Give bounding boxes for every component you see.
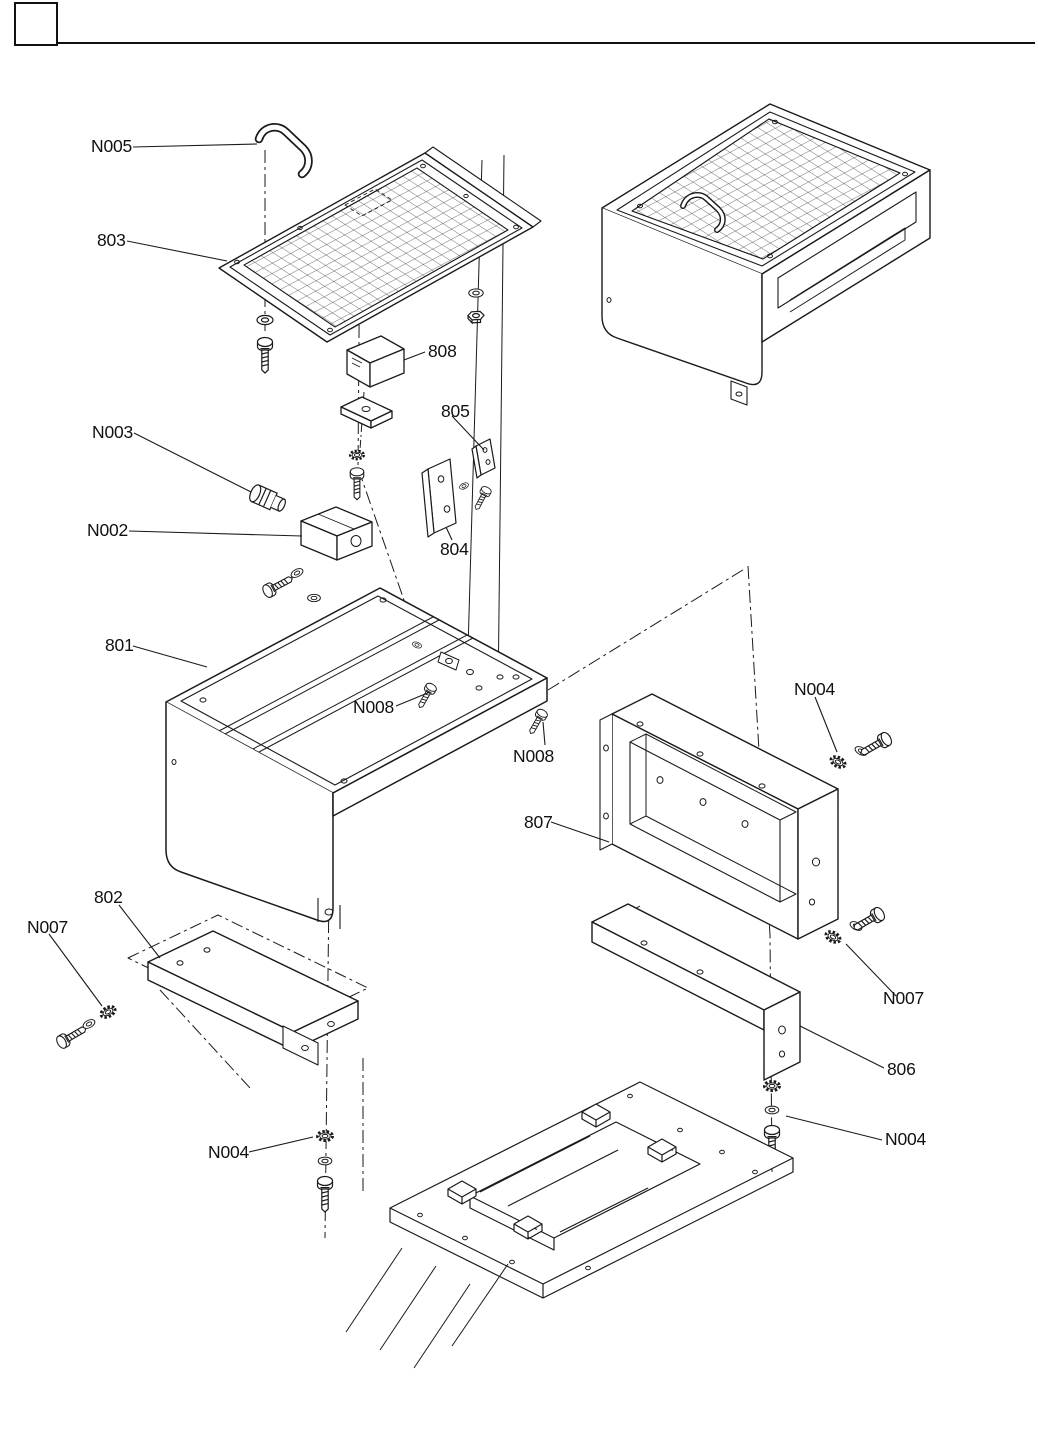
part-label-807: 807	[524, 812, 553, 832]
part-807-bracket	[599, 693, 839, 940]
n004-bottom-left	[315, 1130, 335, 1213]
part-803-mesh-panel	[218, 146, 542, 343]
part-n003-connector	[249, 484, 286, 512]
part-label-n003: N003	[92, 422, 134, 442]
part-804-bracket	[421, 458, 457, 538]
part-label-803: 803	[97, 230, 126, 250]
page-corner-box	[14, 2, 58, 46]
base-frame	[345, 1058, 794, 1369]
n007-left	[54, 1002, 119, 1051]
part-label-802: 802	[94, 887, 123, 907]
part-801-cover	[165, 587, 548, 929]
frame-pad	[447, 1103, 677, 1240]
hex-nut	[467, 310, 485, 324]
star-washer	[315, 1130, 335, 1142]
screw	[525, 707, 550, 737]
part-805-bracket	[458, 438, 496, 513]
header-rule	[57, 42, 1035, 44]
part-label-n004-c: N004	[208, 1142, 250, 1162]
part-label-804: 804	[440, 539, 469, 559]
part-802-plate	[127, 914, 369, 1066]
screw	[849, 905, 888, 936]
n004-top-right	[827, 730, 895, 772]
washer	[458, 481, 470, 491]
part-label-n008-a: N008	[353, 697, 395, 717]
part-806-bracket	[591, 903, 801, 1081]
star-washer	[348, 449, 366, 461]
star-washer	[762, 1080, 782, 1092]
screw	[256, 336, 274, 374]
bracket-fasteners-808	[348, 449, 366, 501]
part-808-box	[340, 335, 405, 429]
screw	[349, 467, 365, 501]
part-label-n004-b: N004	[885, 1129, 927, 1149]
washer	[468, 288, 484, 298]
part-label-801: 801	[105, 635, 134, 655]
part-label-806: 806	[887, 1059, 916, 1079]
screw	[471, 484, 493, 513]
part-label-805: 805	[441, 401, 470, 421]
leader-lines	[48, 143, 897, 1153]
flanged-nut	[307, 593, 321, 603]
part-label-808: 808	[428, 341, 457, 361]
part-label-n005: N005	[91, 136, 133, 156]
washer	[256, 314, 274, 326]
part-label-n002: N002	[87, 520, 129, 540]
part-label-n007-a: N007	[27, 917, 69, 937]
assembled-unit-view	[601, 103, 931, 406]
star-washer	[822, 927, 844, 947]
part-label-n008-b: N008	[513, 746, 555, 766]
star-washer	[827, 752, 849, 772]
part-label-n007-b: N007	[883, 988, 925, 1008]
part-n005-handle	[254, 123, 313, 179]
part-label-n004-a: N004	[794, 679, 836, 699]
washer	[317, 1156, 333, 1166]
part-n002-block	[300, 506, 373, 561]
screw	[260, 571, 296, 600]
block-fasteners	[260, 566, 321, 603]
screw	[316, 1175, 334, 1213]
washer	[764, 1105, 780, 1115]
star-washer	[97, 1002, 119, 1022]
